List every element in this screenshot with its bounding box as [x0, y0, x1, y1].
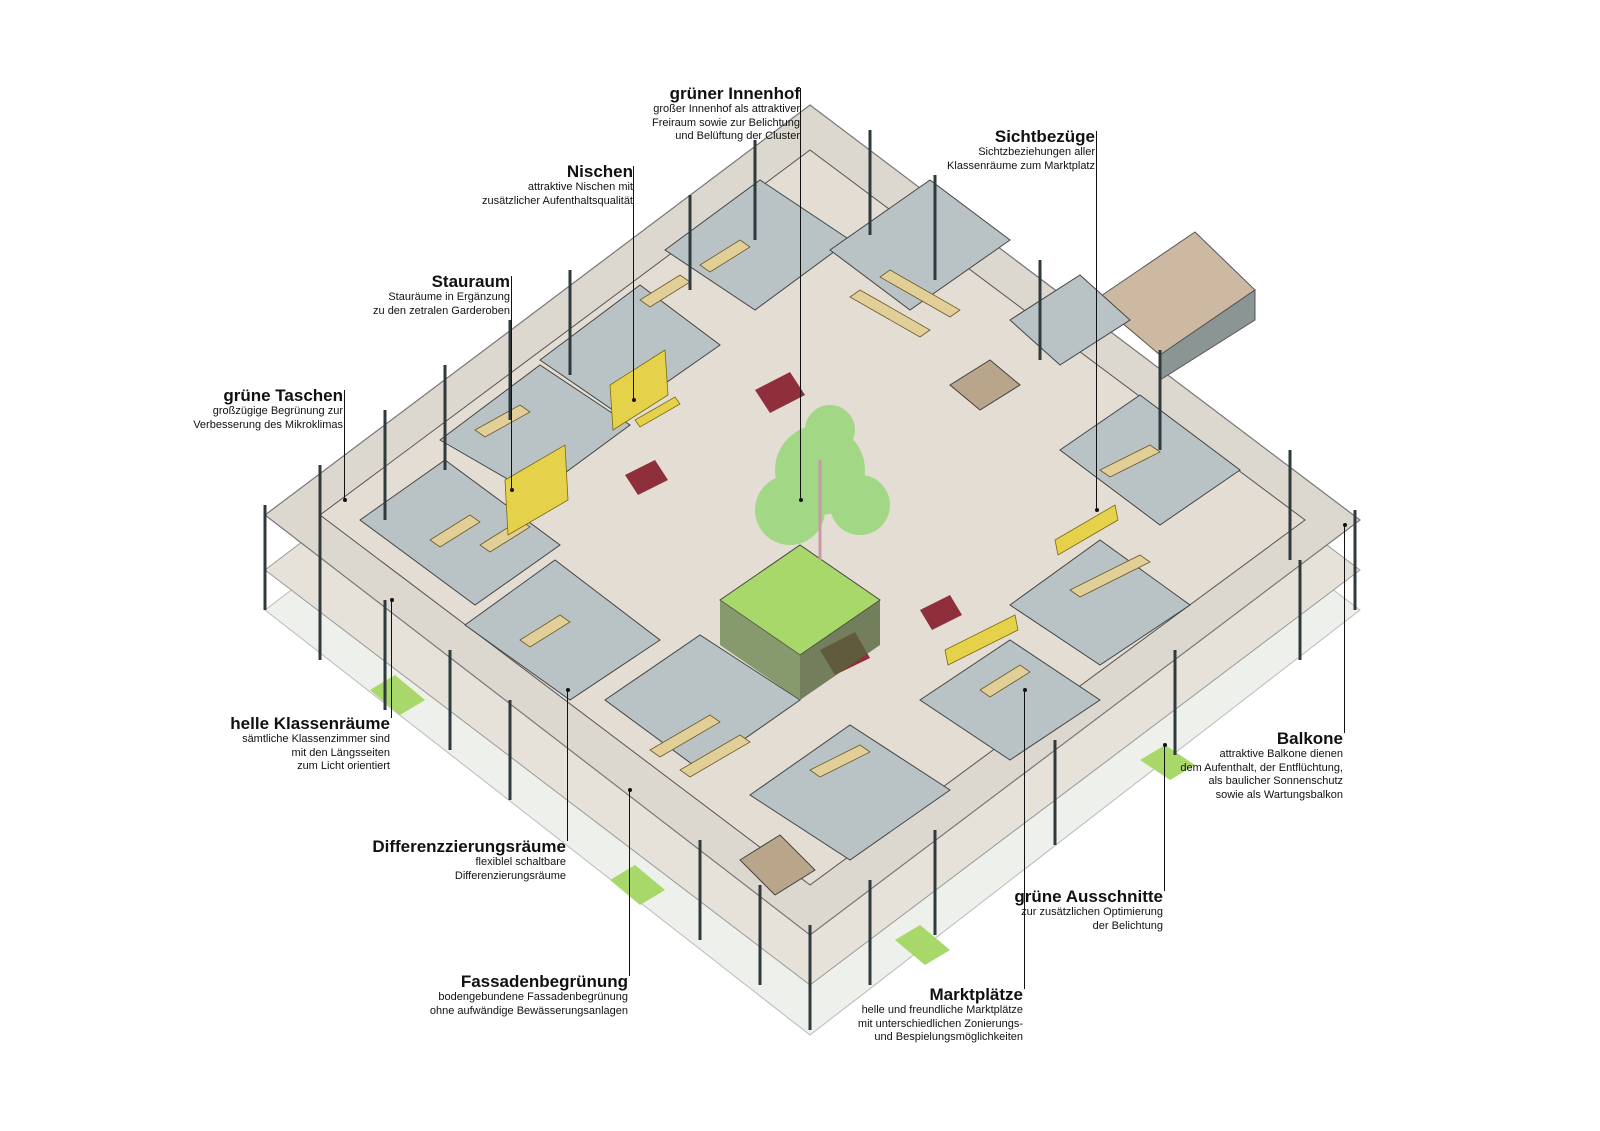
annotation-description: Differenzierungsräume	[454, 869, 566, 882]
annotation-description: großzügige Begrünung zur	[212, 405, 343, 417]
annotation-description: helle und freundliche Marktplätze	[861, 1004, 1023, 1016]
annotation-description: bodengebundene Fassadenbegrünung	[438, 991, 628, 1003]
leader-line	[1164, 745, 1165, 891]
annotation-description: attraktive Balkone dienen	[1219, 748, 1343, 760]
annotation-description: mit den Längsseiten	[291, 746, 390, 759]
annotation-description: flexiblel schaltbare	[475, 856, 567, 868]
annotation-title: Balkone	[1276, 729, 1343, 748]
annotation-title: Differenzzierungsräume	[372, 837, 566, 856]
leader-line	[1024, 690, 1025, 989]
annotation-description: Klassenräume zum Marktplatz	[947, 159, 1095, 172]
leader-line	[567, 690, 568, 841]
annotation-description: großer Innenhof als attraktiver	[653, 103, 800, 115]
annotation-description: als baulicher Sonnenschutz	[1208, 775, 1343, 787]
leader-dot	[509, 488, 514, 492]
courtyard-glass-left	[720, 600, 800, 700]
annotation-title: grüner Innenhof	[669, 84, 800, 103]
leader-line	[629, 790, 630, 976]
annotation-description: attraktive Nischen mit	[527, 181, 633, 193]
annotation-description: zum Licht orientiert	[297, 760, 390, 772]
leader-dot	[1094, 508, 1099, 512]
annotation-description: mit unterschiedlichen Zonierungs-	[857, 1017, 1023, 1030]
leader-dot	[798, 498, 803, 502]
annotation-description: Verbesserung des Mikroklimas	[193, 418, 343, 431]
annotation-description: und Belüftung der Cluster	[675, 130, 800, 142]
leader-dot	[565, 688, 570, 692]
annotation-description: Stauräume in Ergänzung	[388, 291, 510, 303]
leader-dot	[1022, 688, 1027, 692]
annotation-description: sämtliche Klassenzimmer sind	[242, 733, 390, 745]
annotation-description: Freiraum sowie zur Belichtung	[652, 116, 800, 129]
stair-south	[739, 834, 816, 896]
annotation-description: zusätzlicher Aufenthaltsqualität	[481, 194, 633, 207]
leader-dot	[1342, 523, 1347, 527]
annex-roof	[1094, 231, 1256, 356]
leader-line	[800, 88, 801, 500]
annotation-description: ohne aufwändige Bewässerungsanlagen	[429, 1004, 628, 1017]
classroom-blocks	[359, 179, 1241, 861]
leader-line	[633, 166, 634, 400]
leader-dot	[342, 498, 347, 502]
annotation-title: Nischen	[566, 162, 633, 181]
courtyard-glass-right	[800, 600, 880, 700]
leader-line	[391, 600, 392, 718]
leader-line	[1344, 525, 1345, 733]
leader-dot	[631, 398, 636, 402]
leader-dot	[627, 788, 632, 792]
annotation-title: Fassadenbegrünung	[460, 972, 628, 991]
annotation-description: dem Aufenthalt, der Entflüchtung,	[1180, 761, 1343, 774]
leader-line	[344, 390, 345, 500]
stair	[949, 359, 1021, 411]
annotation-title: grüne Taschen	[223, 386, 343, 405]
annotation-description: und Bespielungsmöglichkeiten	[874, 1031, 1023, 1043]
annotation-description: Sichtzbeziehungen aller	[978, 146, 1095, 158]
annotation-description: zur zusätzlichen Optimierung	[1021, 906, 1163, 918]
annotation-description: zu den zetralen Garderoben	[373, 304, 510, 317]
leader-line	[511, 276, 512, 490]
leader-dot	[389, 598, 394, 602]
leader-line	[1096, 131, 1097, 510]
annotation-title: helle Klassenräume	[230, 714, 390, 733]
annotation-title: Marktplätze	[929, 985, 1023, 1004]
annotation-description: der Belichtung	[1092, 919, 1163, 932]
annotation-title: grüne Ausschnitte	[1014, 887, 1163, 906]
annotation-title: Stauraum	[431, 272, 510, 291]
leader-dot	[1162, 743, 1167, 747]
annotation-title: Sichtbezüge	[994, 127, 1095, 146]
storage-units	[504, 349, 1119, 666]
columns	[263, 130, 1357, 1030]
annotation-description: sowie als Wartungsbalkon	[1215, 788, 1343, 801]
